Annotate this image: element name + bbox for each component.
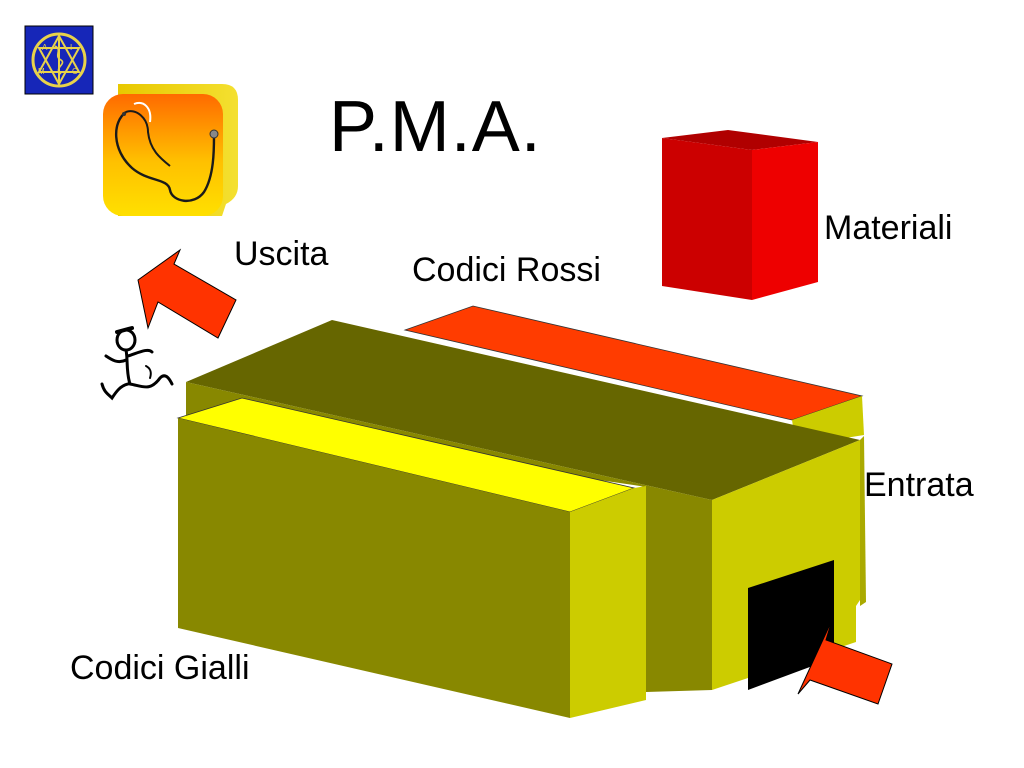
logo-letter: A [42, 43, 48, 52]
exit-arrow-icon [137, 248, 237, 339]
entry-arrow-icon [797, 619, 893, 705]
label-materiali: Materiali [824, 209, 953, 247]
building-roof [186, 320, 860, 500]
running-person-icon [100, 326, 174, 401]
logo-letter: M [38, 67, 45, 76]
label-codici-rossi: Codici Rossi [412, 251, 601, 289]
slide-title: P.M.A. [329, 87, 542, 167]
entrance-doorway [748, 560, 834, 690]
stethoscope-icon [103, 84, 238, 216]
label-codici-gialli: Codici Gialli [70, 649, 250, 687]
label-uscita: Uscita [234, 235, 329, 273]
label-entrata: Entrata [864, 466, 974, 504]
logo-letter: C [72, 67, 78, 76]
logo-letter: I [70, 43, 72, 52]
amic-emblem-icon: A I M C [24, 25, 94, 95]
materials-cube-icon [662, 130, 818, 300]
